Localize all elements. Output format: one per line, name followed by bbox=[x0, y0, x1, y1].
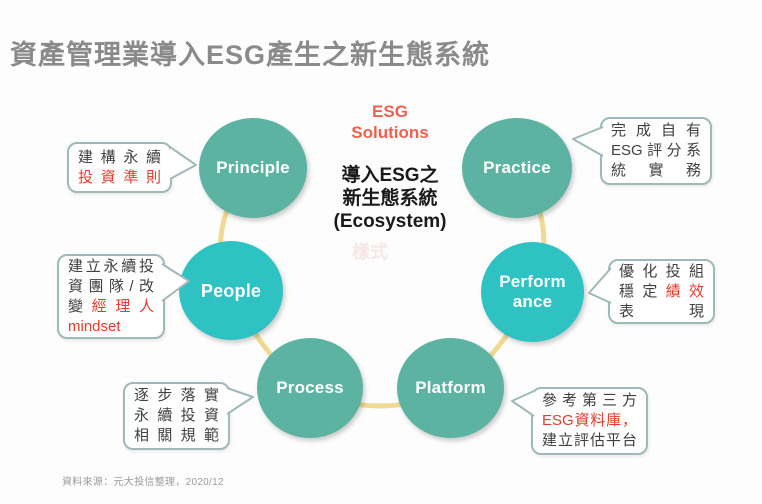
callout-text: 表現 bbox=[619, 302, 704, 320]
subtitle-line3: (Ecosystem) bbox=[333, 211, 447, 232]
callout-line: 建構永續 bbox=[78, 148, 161, 168]
callout-process: 逐步落實永續投資相關規範 bbox=[123, 382, 230, 450]
node-principle: Principle bbox=[199, 118, 307, 218]
callout-line: ESG評分系 bbox=[611, 141, 701, 161]
node-label: Platform bbox=[415, 378, 486, 397]
callout-line: 永續投資 bbox=[134, 406, 219, 426]
source-note: 資料來源：元大投信整理，2020/12 bbox=[62, 477, 224, 488]
callout-line: 參考第三方 bbox=[542, 391, 637, 411]
node-platform: Platform bbox=[397, 338, 504, 438]
callout-text: 變 bbox=[68, 297, 92, 315]
callout-text-red: ESG資料庫， bbox=[542, 412, 637, 429]
callout-text: 相關規範 bbox=[134, 427, 219, 444]
callout-text: 建立永續投 bbox=[68, 257, 154, 275]
callout-text: 穩定 bbox=[619, 282, 666, 300]
callout-line: 建立永續投 bbox=[68, 257, 154, 277]
callout-line: 完成自有 bbox=[611, 121, 701, 141]
callout-text: 統實務 bbox=[611, 162, 701, 179]
callout-text: 逐步落實 bbox=[134, 387, 219, 404]
callout-text: 建構永續 bbox=[78, 148, 161, 166]
pointer-practice bbox=[572, 126, 604, 157]
callout-text: 完成自有 bbox=[611, 122, 701, 139]
node-process: Process bbox=[257, 338, 363, 438]
center-subtitle: 導入ESG之 新生態系統 (Ecosystem) bbox=[310, 164, 470, 233]
callout-line: 變經理人 bbox=[68, 297, 154, 317]
callout-line: 統實務 bbox=[611, 161, 701, 181]
page-title: 資產管理業導入ESG產生之新生態系統 bbox=[10, 40, 491, 70]
node-people: People bbox=[179, 241, 283, 340]
callout-text: 建立評估平台 bbox=[542, 432, 637, 449]
callout-platform: 參考第三方 ESG資料庫， 建立評估平台 bbox=[531, 387, 648, 455]
callout-text: 資團隊/改 bbox=[68, 277, 154, 295]
esg-solutions-label: ESG Solutions bbox=[320, 101, 460, 143]
node-practice: Practice bbox=[462, 118, 572, 218]
node-label: Practice bbox=[483, 158, 551, 177]
subtitle-line1: 導入ESG之 bbox=[341, 165, 439, 186]
callout-text: 永續投資 bbox=[134, 407, 219, 424]
subtitle-line2: 新生態系統 bbox=[342, 188, 438, 209]
callout-line: 表現 bbox=[619, 302, 704, 322]
callout-text: 優化投組 bbox=[619, 262, 704, 280]
callout-performance: 優化投組穩定績效表現 bbox=[608, 259, 715, 324]
callout-line: 資團隊/改 bbox=[68, 277, 154, 297]
callout-line: mindset bbox=[68, 317, 154, 337]
node-label: Process bbox=[276, 378, 344, 397]
callout-text-red: 績效 bbox=[665, 282, 704, 300]
node-label: Perform bbox=[499, 272, 566, 291]
callout-text-red: 經理人 bbox=[91, 297, 154, 315]
esg-solutions-line2: Solutions bbox=[351, 123, 429, 142]
callout-line: 建立評估平台 bbox=[542, 431, 637, 451]
callout-line: ESG資料庫， bbox=[542, 411, 637, 431]
faint-watermark-text: 樣式 bbox=[352, 242, 388, 262]
callout-line: 逐步落實 bbox=[134, 386, 219, 406]
callout-principle: 建構永續投資準則 bbox=[67, 142, 172, 193]
node-label: Principle bbox=[216, 158, 290, 177]
node-label: ance bbox=[512, 292, 553, 311]
pointer-process bbox=[226, 387, 254, 415]
node-label: People bbox=[200, 280, 262, 301]
callout-line: 穩定績效 bbox=[619, 282, 704, 302]
esg-solutions-line1: ESG bbox=[372, 102, 408, 121]
pointer-principle bbox=[169, 146, 197, 180]
callout-text-red: mindset bbox=[68, 317, 121, 335]
callout-line: 相關規範 bbox=[134, 426, 219, 446]
callout-text: ESG評分系 bbox=[611, 142, 701, 159]
callout-practice: 完成自有 ESG評分系統實務 bbox=[600, 117, 712, 185]
callout-text: 參考第三方 bbox=[542, 392, 637, 409]
callout-line: 投資準則 bbox=[78, 168, 161, 188]
callout-line: 優化投組 bbox=[619, 262, 704, 282]
callout-text-red: 投資準則 bbox=[78, 168, 161, 186]
